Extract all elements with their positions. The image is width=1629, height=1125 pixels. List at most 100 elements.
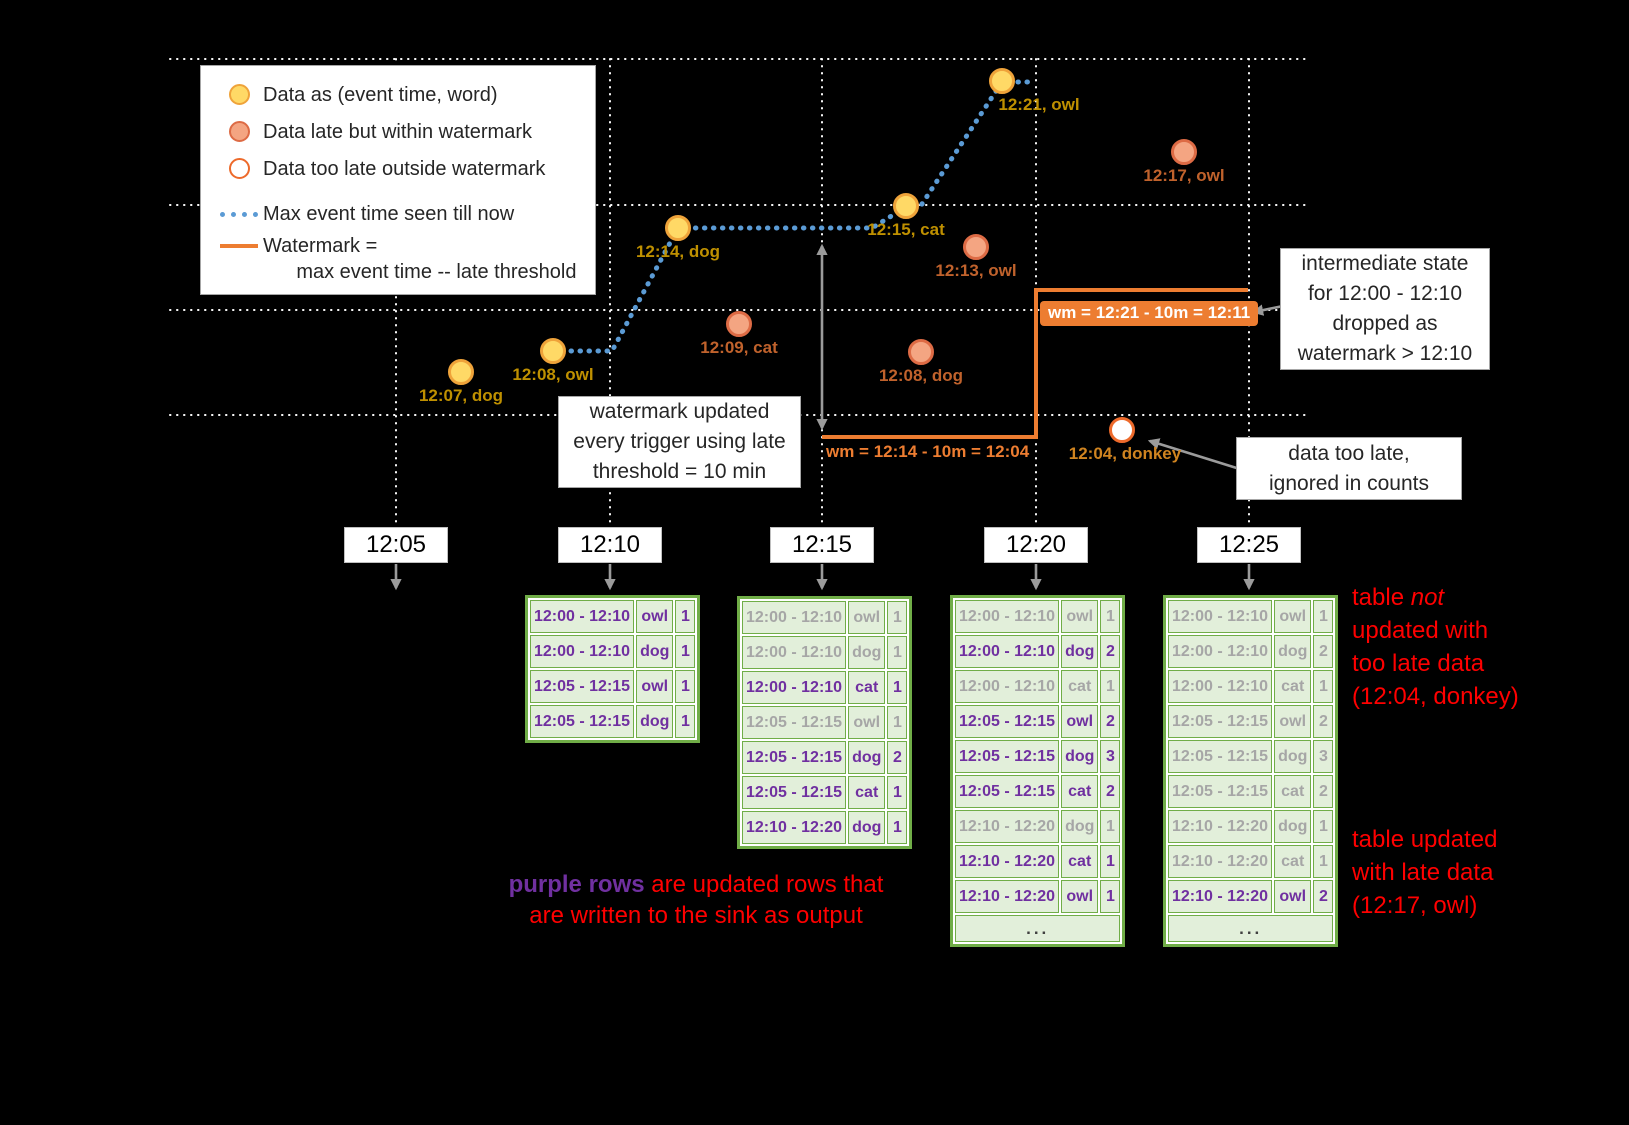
cell-count: 2: [1313, 705, 1334, 738]
note-purple-rows: purple rows are updated rows that are wr…: [494, 869, 898, 931]
data-point-late: [908, 339, 934, 365]
arrow-layer: [390, 243, 1289, 591]
cell-win: 12:05 - 12:15: [955, 740, 1060, 773]
cell-word: owl: [1061, 880, 1099, 913]
legend-item-late: Data late but within watermark: [215, 113, 589, 150]
note-intermediate-state-dropped: intermediate state for 12:00 - 12:10 dro…: [1280, 248, 1490, 370]
cell-count: 2: [1100, 775, 1121, 808]
note-data-too-late: data too late, ignored in counts: [1236, 437, 1462, 500]
cell-count: 1: [887, 671, 908, 704]
legend-item-toolate: Data too late outside watermark: [215, 150, 589, 187]
dotted-line-icon: [215, 211, 263, 217]
note-watermark-updated: watermark updated every trigger using la…: [558, 396, 801, 488]
data-point-label: 12:17, owl: [1143, 166, 1225, 185]
cell-count: 1: [887, 601, 908, 634]
cell-win: 12:05 - 12:15: [1168, 740, 1273, 773]
data-point-label: 12:14, dog: [635, 242, 721, 261]
data-point-late: [1171, 139, 1197, 165]
data-point-label: 12:21, owl: [998, 95, 1080, 114]
cell-win: 12:05 - 12:15: [530, 705, 635, 738]
cell-win: 12:00 - 12:10: [1168, 600, 1273, 633]
legend-label-late: Data late but within watermark: [263, 120, 533, 143]
cell-word: dog: [636, 635, 674, 668]
emphasis-not: not: [1410, 584, 1445, 611]
cell-count: 1: [675, 705, 696, 738]
cell-word: dog: [636, 705, 674, 738]
trigger-time-box: 12:20: [984, 527, 1088, 563]
toolate-pointer-arrow: [1147, 438, 1244, 472]
solid-line-icon: [215, 244, 263, 248]
data-point-late: [963, 234, 989, 260]
trigger-time-box: 12:25: [1197, 527, 1301, 563]
legend-label-toolate: Data too late outside watermark: [263, 157, 546, 180]
legend-label-watermark: Watermark = max event time -- late thres…: [263, 235, 577, 283]
cell-win: 12:05 - 12:15: [530, 670, 635, 703]
watermark-value-label-1204: wm = 12:14 - 10m = 12:04: [826, 442, 1030, 461]
trigger-time-box: 12:10: [558, 527, 662, 563]
table-row-ellipsis: ...: [955, 915, 1121, 942]
cell-win: 12:05 - 12:15: [742, 741, 847, 774]
data-point-label: 12:08, owl: [512, 365, 594, 384]
cell-ellipsis: ...: [1168, 915, 1334, 942]
cell-win: 12:10 - 12:20: [742, 811, 847, 844]
cell-word: owl: [1274, 705, 1312, 738]
cell-win: 12:05 - 12:15: [742, 776, 847, 809]
cell-word: cat: [1274, 670, 1312, 703]
cell-count: 2: [1313, 635, 1334, 668]
cell-win: 12:10 - 12:20: [1168, 810, 1273, 843]
cell-win: 12:00 - 12:10: [530, 600, 635, 633]
data-point-late: [726, 311, 752, 337]
cell-word: cat: [848, 671, 886, 704]
watermark-value-label-1211: wm = 12:21 - 10m = 12:11: [1040, 301, 1259, 326]
data-point-label: 12:07, dog: [418, 386, 504, 405]
cell-word: owl: [1061, 705, 1099, 738]
cell-word: owl: [636, 670, 674, 703]
watermark-line: [822, 288, 1248, 439]
legend: Data as (event time, word) Data late but…: [200, 65, 596, 295]
data-point-ontime: [665, 215, 691, 241]
cell-win: 12:00 - 12:10: [955, 670, 1060, 703]
data-point-label: 12:09, cat: [700, 338, 778, 357]
data-point-ontime: [448, 359, 474, 385]
cell-count: 1: [675, 635, 696, 668]
cell-count: 1: [887, 776, 908, 809]
cell-count: 3: [1313, 740, 1334, 773]
cell-count: 3: [1100, 740, 1121, 773]
cell-count: 2: [1100, 635, 1121, 668]
note-text: table: [1352, 584, 1411, 611]
cell-win: 12:10 - 12:20: [955, 880, 1060, 913]
cell-count: 1: [1100, 810, 1121, 843]
cell-count: 1: [887, 636, 908, 669]
cell-count: 1: [1313, 810, 1334, 843]
cell-win: 12:00 - 12:10: [1168, 635, 1273, 668]
late-dot-icon: [215, 121, 263, 142]
data-point-label: 12:08, dog: [878, 366, 964, 385]
cell-word: cat: [1274, 845, 1312, 878]
note-text: are updated rows that are written to the…: [529, 871, 884, 929]
toolate-dot-icon: [215, 158, 263, 179]
data-point-ontime: [540, 338, 566, 364]
cell-word: dog: [1274, 740, 1312, 773]
cell-count: 1: [1313, 845, 1334, 878]
note-text: updated with too late data (12:04, donke…: [1352, 617, 1519, 710]
cell-word: cat: [1274, 775, 1312, 808]
